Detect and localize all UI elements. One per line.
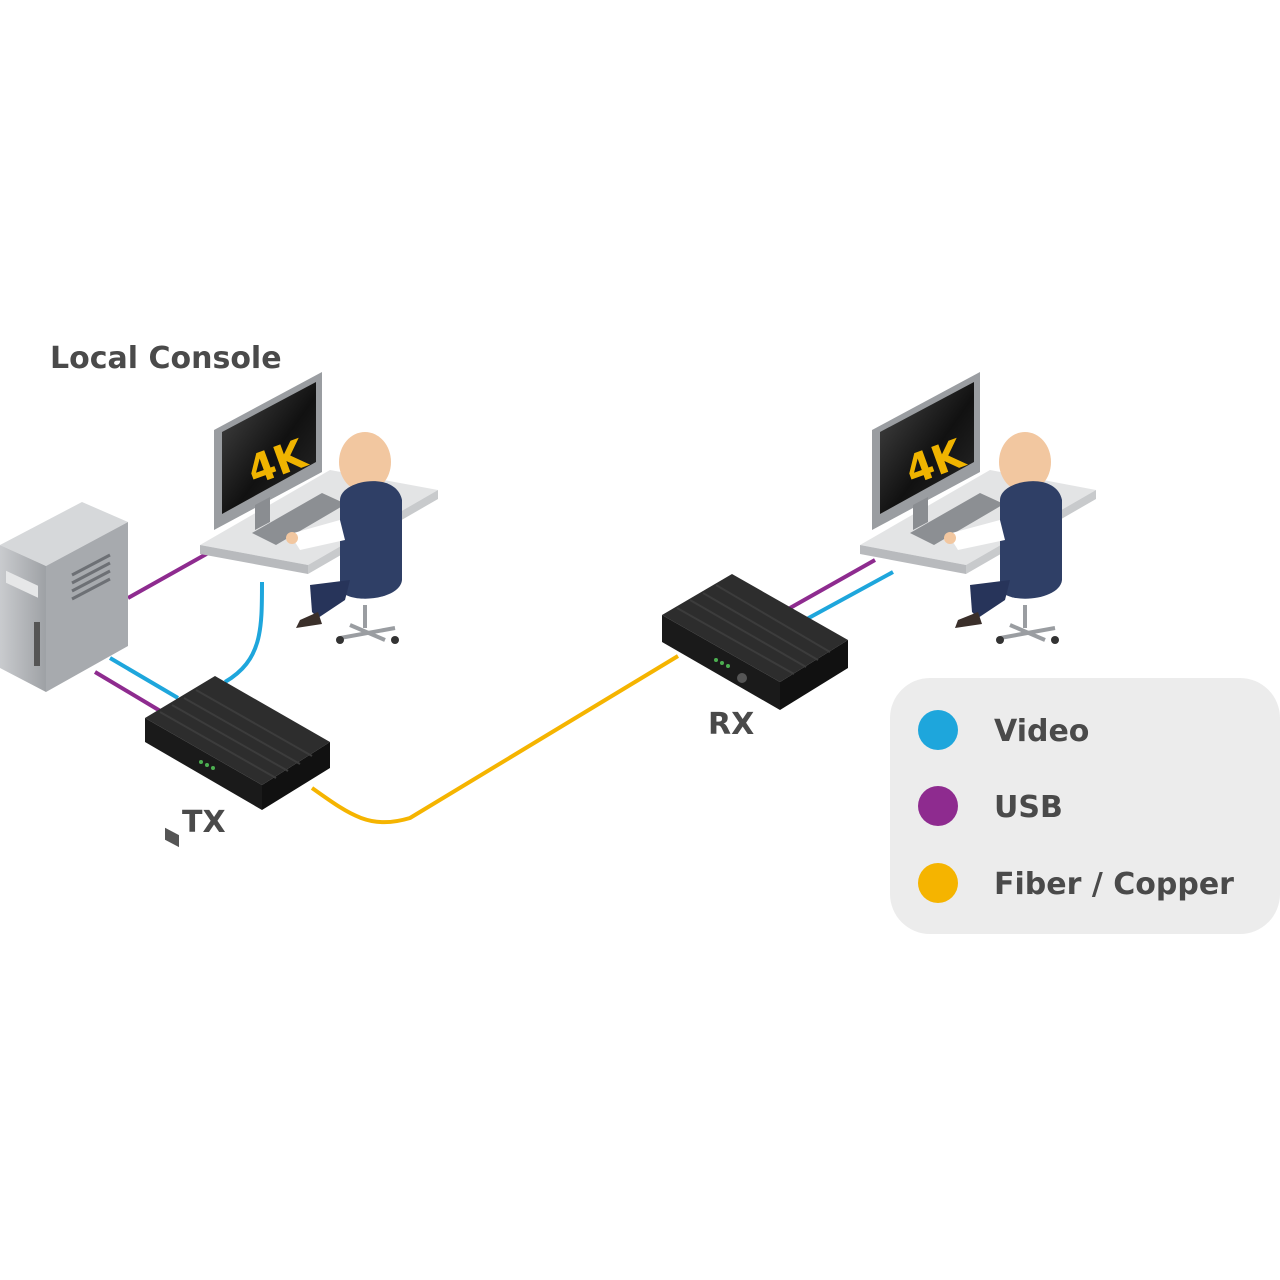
usb-cable-pc-tx xyxy=(93,670,164,714)
rx-device xyxy=(662,574,848,710)
legend-swatch-fiber-copper xyxy=(918,863,958,903)
cables xyxy=(93,550,894,825)
legend-swatch-usb xyxy=(918,786,958,826)
legend-label-usb: USB xyxy=(994,790,1063,825)
pc-tower xyxy=(0,502,128,692)
local-console-label: Local Console xyxy=(50,341,282,376)
legend-label-fiber-copper: Fiber / Copper xyxy=(994,867,1234,902)
legend-item: Video xyxy=(918,710,1089,750)
video-cable-pc-tx xyxy=(108,656,180,700)
right-workstation: 4K xyxy=(860,372,1096,644)
legend-swatch-video xyxy=(918,710,958,750)
video-cable-desk-tx xyxy=(223,581,264,684)
tx-device xyxy=(145,676,330,848)
usb-cable-pc-desk xyxy=(127,550,211,600)
legend-item: Fiber / Copper xyxy=(918,863,1234,903)
usb-cable-rx-desk xyxy=(789,558,876,610)
legend-item: USB xyxy=(918,786,1063,826)
left-user xyxy=(286,432,402,644)
tx-label: TX xyxy=(182,805,226,840)
legend: Video USB Fiber / Copper xyxy=(890,678,1280,934)
right-user xyxy=(944,432,1062,644)
video-cable-rx-desk xyxy=(804,570,894,622)
rx-label: RX xyxy=(708,707,754,742)
fiber-cable-tx-rx xyxy=(310,654,680,825)
left-workstation: 4K xyxy=(200,372,438,644)
legend-box xyxy=(890,678,1280,934)
legend-label-video: Video xyxy=(994,714,1089,749)
